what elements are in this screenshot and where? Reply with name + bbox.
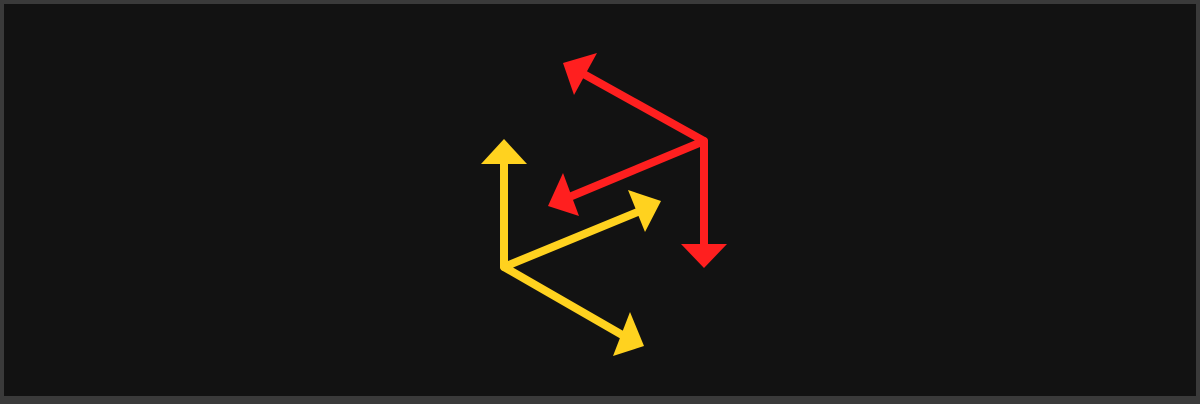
red-arrow-lower-left bbox=[548, 137, 708, 216]
yellow-arrow-upper-right bbox=[500, 190, 661, 271]
yellow-arrow-lower-right bbox=[500, 263, 644, 356]
yellow-arrow-set bbox=[481, 139, 661, 356]
arrow-diagram bbox=[481, 53, 727, 356]
red-arrow-set bbox=[548, 53, 727, 268]
red-arrow-upper-left bbox=[563, 53, 708, 145]
red-arrow-down bbox=[681, 137, 727, 268]
yellow-arrow-up bbox=[481, 139, 527, 271]
